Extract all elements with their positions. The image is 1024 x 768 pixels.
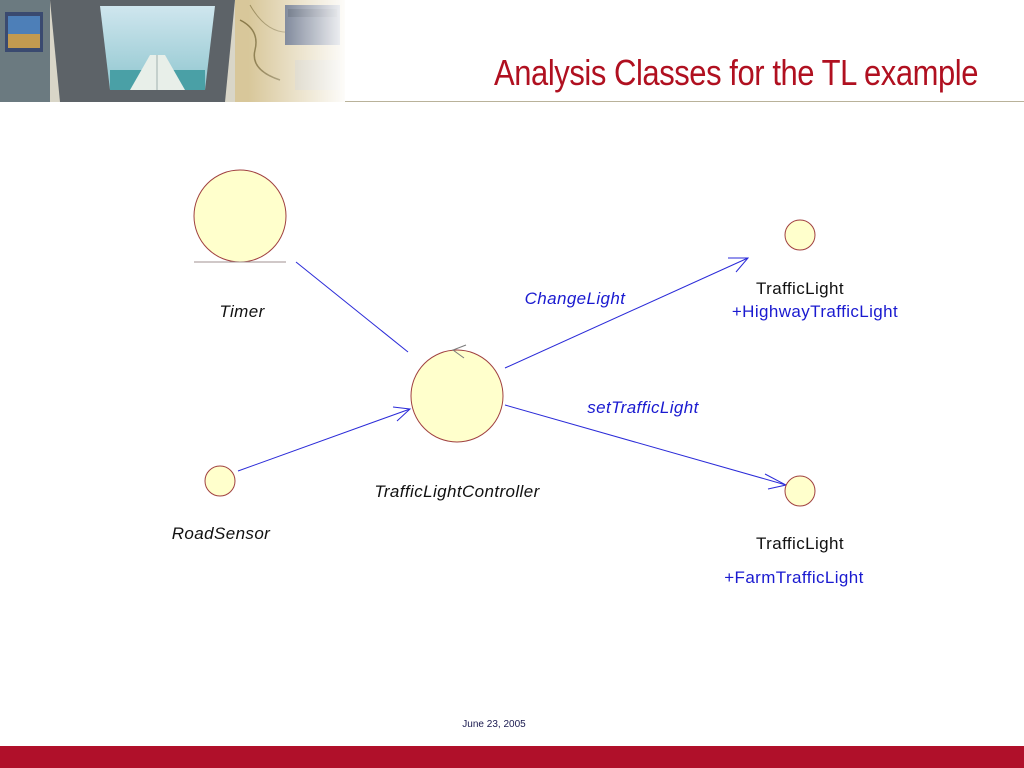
traffic-light-highway-node[interactable] (784, 219, 816, 251)
link-controller-farm (504, 404, 787, 486)
arrowhead-sensor-controller (392, 406, 412, 422)
timer-label: Timer (219, 302, 265, 321)
header-cockpit-image (0, 0, 345, 102)
slide-title: Analysis Classes for the TL example (494, 52, 978, 93)
traffic-light-highway-label: TrafficLight (756, 279, 844, 298)
highway-traffic-light-label: +HighwayTrafficLight (732, 302, 898, 321)
controller-class-node[interactable] (410, 344, 504, 443)
link-timer-controller (295, 261, 409, 353)
link-controller-highway (504, 257, 749, 369)
traffic-light-farm-label: TrafficLight (756, 534, 844, 553)
timer-class-node[interactable] (193, 169, 287, 263)
traffic-light-farm-node[interactable] (784, 475, 816, 507)
road-sensor-class-node[interactable] (204, 465, 236, 497)
controller-label: TrafficLightController (374, 482, 540, 501)
farm-traffic-light-label: +FarmTrafficLight (724, 568, 864, 587)
arrowhead-controller-highway (728, 257, 750, 273)
message-change-light: ChangeLight (525, 289, 627, 308)
footer-bar (0, 746, 1024, 768)
header-divider (345, 101, 1024, 102)
footer-date: June 23, 2005 (462, 719, 526, 730)
message-set-traffic-light: setTrafficLight (587, 398, 699, 417)
link-sensor-controller (237, 408, 411, 472)
road-sensor-label: RoadSensor (172, 524, 271, 543)
